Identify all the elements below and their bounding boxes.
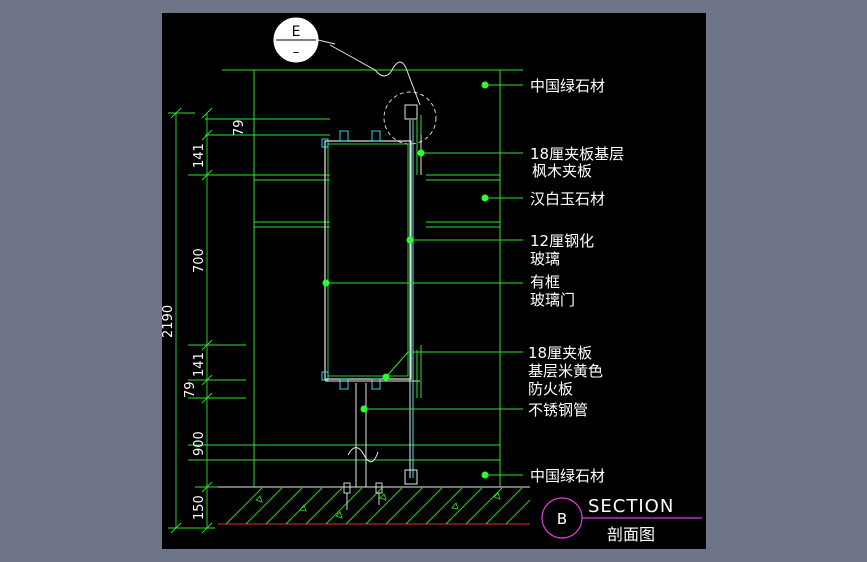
label-tempered-glass-2: 玻璃 <box>530 250 560 268</box>
dim-141-top: 141 <box>192 143 207 168</box>
wall-outline <box>188 69 523 487</box>
detail-callout-top: E <box>292 24 301 40</box>
dim-900: 900 <box>192 431 207 456</box>
dim-79-bottom: 79 <box>183 381 198 398</box>
dim-79-top: 79 <box>232 119 247 136</box>
leader-lines <box>326 84 523 476</box>
hatch-floor-icon <box>218 486 531 525</box>
label-framed-glass-door-1: 有框 <box>530 273 560 291</box>
dim-700: 700 <box>192 248 207 273</box>
break-line-icon <box>329 44 421 106</box>
label-fireproof-board: 防火板 <box>528 380 573 398</box>
label-stainless-tube: 不锈钢管 <box>528 401 588 419</box>
label-plywood-2: 18厘夹板 <box>528 344 592 362</box>
section-subtitle: 剖面图 <box>607 525 655 544</box>
dim-141-bottom: 141 <box>192 352 207 377</box>
label-tempered-glass-1: 12厘钢化 <box>530 232 594 250</box>
label-green-stone-bottom: 中国绿石材 <box>530 467 605 485</box>
section-marker-icon: B <box>541 497 702 539</box>
material-labels: 中国绿石材 18厘夹板基层 枫木夹板 汉白玉石材 12厘钢化 玻璃 有框 玻璃门… <box>528 77 624 485</box>
dimension-labels: 2190 79 141 700 141 79 900 150 <box>161 119 247 520</box>
dimension-chain <box>168 107 218 534</box>
label-maple-plywood: 枫木夹板 <box>532 162 592 180</box>
stainless-tube <box>343 383 383 510</box>
label-framed-glass-door-2: 玻璃门 <box>530 291 575 309</box>
cad-drawing-area: 2190 79 141 700 141 79 900 150 E – <box>161 13 706 549</box>
section-letter: B <box>557 510 567 528</box>
label-plywood-base: 18厘夹板基层 <box>530 145 624 163</box>
dim-150: 150 <box>192 495 207 520</box>
section-drawing: 2190 79 141 700 141 79 900 150 E – <box>161 17 702 544</box>
detail-callout-bottom: – <box>293 45 300 60</box>
glass-frame <box>404 104 422 485</box>
detail-area-circle <box>383 91 437 145</box>
detail-callout-icon: E – <box>273 17 336 63</box>
section-title: SECTION <box>588 496 674 517</box>
label-white-jade-stone: 汉白玉石材 <box>530 190 605 208</box>
dim-overall: 2190 <box>162 305 176 338</box>
label-beige-base: 基层米黄色 <box>528 362 603 380</box>
label-green-stone-top: 中国绿石材 <box>530 77 605 95</box>
door-panel <box>321 130 420 390</box>
leader-dots <box>322 81 489 479</box>
